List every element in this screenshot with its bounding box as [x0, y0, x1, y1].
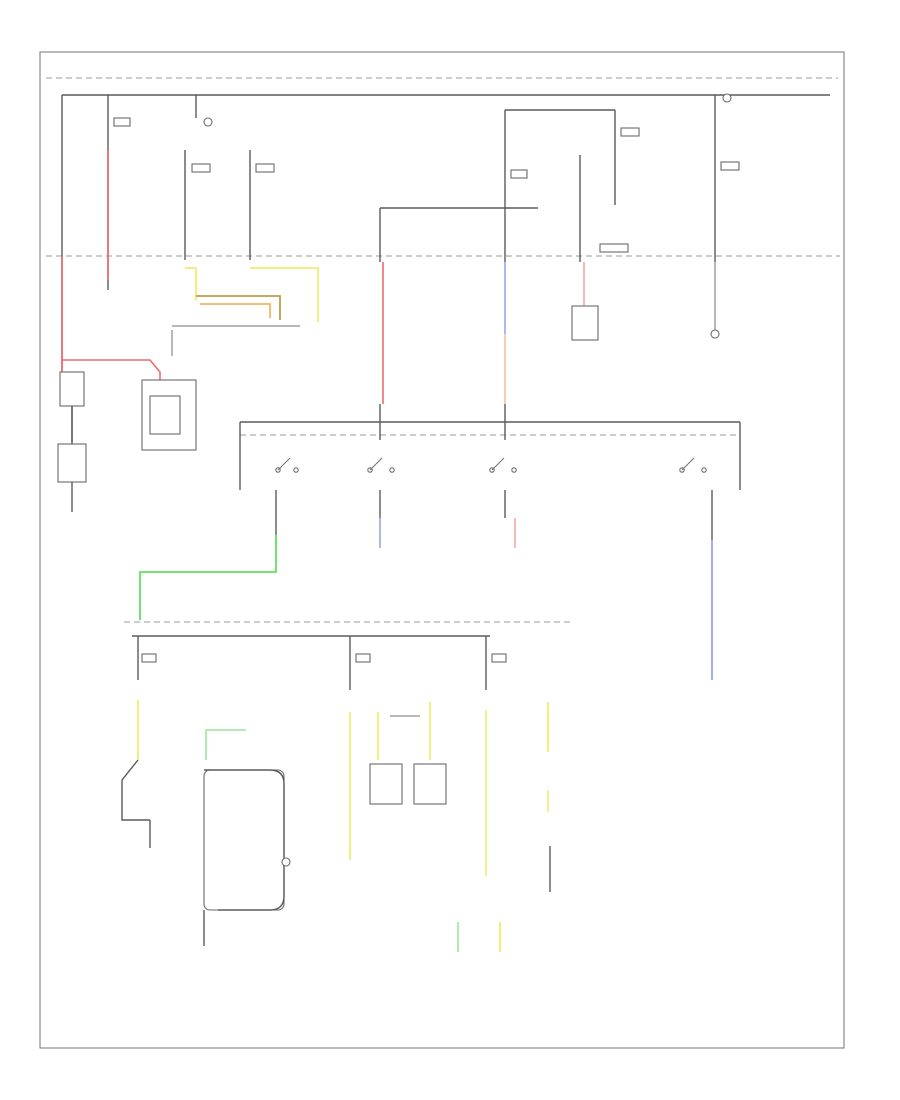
underhood-fuse-box [46, 93, 840, 372]
battery-generator-section [57, 150, 197, 512]
starter-solenoid [57, 443, 87, 483]
lower-left-circuits [121, 700, 291, 946]
under-dash-fuse-box [124, 621, 572, 690]
control-unit [203, 769, 285, 911]
center-yellow-circuits [349, 702, 551, 952]
ignition-relay-wiring [171, 267, 319, 356]
ignition-switch [239, 404, 741, 490]
ignition-feed-wires [382, 262, 720, 404]
diagram-border [39, 51, 845, 1049]
fuse-label-group [113, 117, 740, 179]
switch-output-wires [139, 490, 713, 680]
battery [59, 371, 85, 407]
